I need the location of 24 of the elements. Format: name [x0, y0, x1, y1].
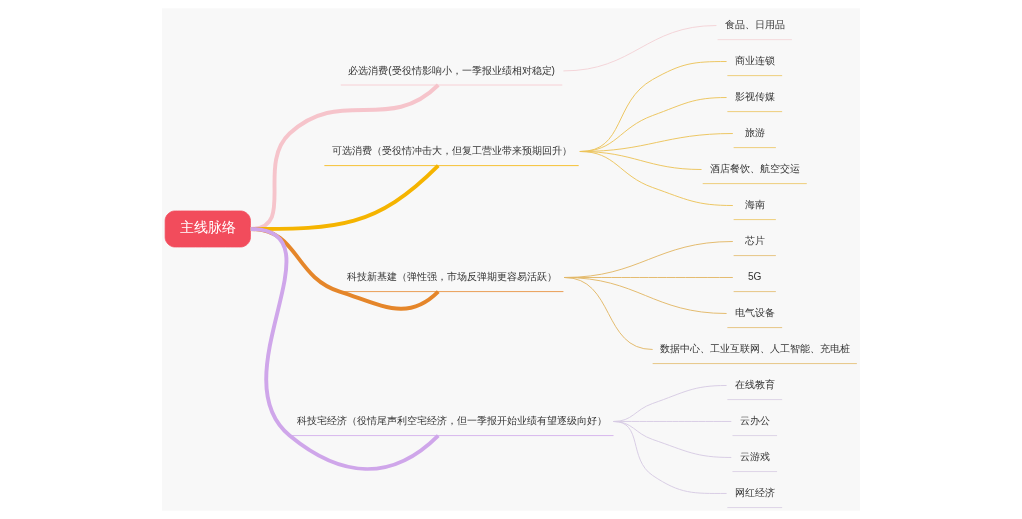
- node-text: 必选消费(受役情影响小，一季报业绩相对稳定): [348, 64, 555, 76]
- node-text: 食品、日用品: [724, 19, 785, 31]
- node-text: 海南: [744, 199, 765, 211]
- node-text: 云游戏: [739, 451, 770, 463]
- node-text: 科技新基建（弹性强，市场反弹期更容易活跃）: [346, 271, 557, 283]
- node-text: 旅游: [744, 127, 765, 139]
- node-text: 电气设备: [734, 307, 775, 319]
- node-text: 影视传媒: [734, 91, 775, 103]
- node-text: 云办公: [739, 415, 770, 427]
- node-text: 商业连锁: [734, 55, 775, 67]
- node-text: 芯片: [744, 235, 765, 247]
- node-text: 科技宅经济（役情尾声利空宅经济，但一季报开始业绩有望逐级向好）: [296, 415, 607, 427]
- node-text: 网红经济: [734, 487, 775, 499]
- node-text: 酒店餐饮、航空交运: [709, 163, 800, 175]
- connector: [579, 151, 734, 206]
- node-text: 可选消费（受役情冲击大，但复工营业带来预期回升）: [331, 145, 572, 157]
- node-text: 数据中心、工业互联网、人工智能、充电桩: [659, 343, 850, 355]
- node-text: 在线教育: [734, 379, 775, 391]
- connector: [563, 277, 654, 350]
- node-text: 5G: [747, 271, 762, 283]
- node-box: 主线脉络: [164, 210, 251, 248]
- connector: [250, 227, 440, 471]
- connector: [562, 25, 717, 72]
- connector: [613, 421, 728, 494]
